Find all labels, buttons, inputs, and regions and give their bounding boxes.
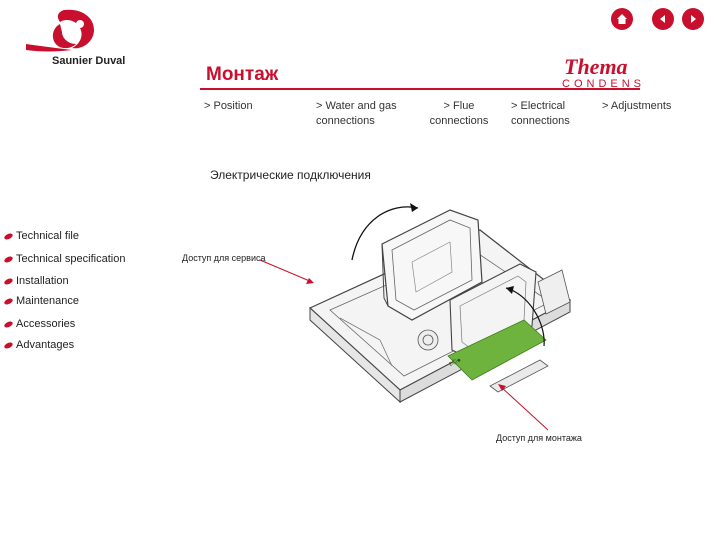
- bullet-icon: [3, 296, 14, 306]
- title-divider: [200, 88, 640, 90]
- home-icon: [617, 14, 627, 24]
- menu-item-label: Advantages: [16, 339, 75, 351]
- bullet-icon: [3, 276, 14, 286]
- arrow-right-icon: [691, 15, 696, 23]
- menu-item-installation[interactable]: Installation: [3, 275, 69, 287]
- control-box-diagram: ε©●: [300, 190, 590, 420]
- menu-item-accessories[interactable]: Accessories: [3, 318, 76, 330]
- menu-item-technical-file[interactable]: Technical file: [3, 230, 79, 242]
- menu-item-maintenance[interactable]: Maintenance: [3, 295, 79, 307]
- thema-logo-text: Thema: [564, 54, 628, 79]
- home-button[interactable]: [611, 8, 633, 30]
- subnav-flue[interactable]: > Flue connections: [429, 100, 489, 127]
- brand-name: Saunier Duval: [52, 55, 126, 67]
- menu-item-technical-specification[interactable]: Technical specification: [3, 253, 126, 265]
- section-heading: Электрические подключения: [210, 168, 371, 182]
- bullet-icon: [3, 319, 14, 329]
- arrow-left-icon: [660, 15, 665, 23]
- condens-logo-text: CONDENS: [562, 78, 646, 90]
- menu-item-label: Technical file: [16, 230, 79, 242]
- menu-item-label: Technical specification: [16, 253, 126, 265]
- bullet-icon: [3, 340, 14, 350]
- menu-item-advantages[interactable]: Advantages: [3, 339, 75, 351]
- menu-item-label: Accessories: [16, 318, 76, 330]
- back-button[interactable]: [652, 8, 674, 30]
- bullet-icon: [3, 254, 14, 264]
- bullet-icon: [3, 231, 14, 241]
- subnav-adjustments[interactable]: > Adjustments: [602, 100, 672, 112]
- menu-item-label: Installation: [16, 275, 69, 287]
- subnav-electrical[interactable]: > Electrical connections: [511, 100, 570, 127]
- saunier-duval-emblem-icon: [26, 9, 94, 52]
- mounting-access-label: Доступ для монтажа: [496, 433, 582, 443]
- thema-condens-logo: Thema CONDENS: [560, 54, 650, 94]
- brand-logo: [20, 6, 140, 70]
- menu-item-label: Maintenance: [16, 295, 79, 307]
- subnav-position[interactable]: > Position: [204, 100, 253, 112]
- subnav-water-gas[interactable]: > Water and gas connections: [316, 100, 397, 127]
- control-box-illustration: ε©●: [308, 203, 572, 404]
- forward-button[interactable]: [682, 8, 704, 30]
- service-access-label: Доступ для сервиса: [182, 253, 266, 263]
- page-title: Монтаж: [206, 64, 279, 85]
